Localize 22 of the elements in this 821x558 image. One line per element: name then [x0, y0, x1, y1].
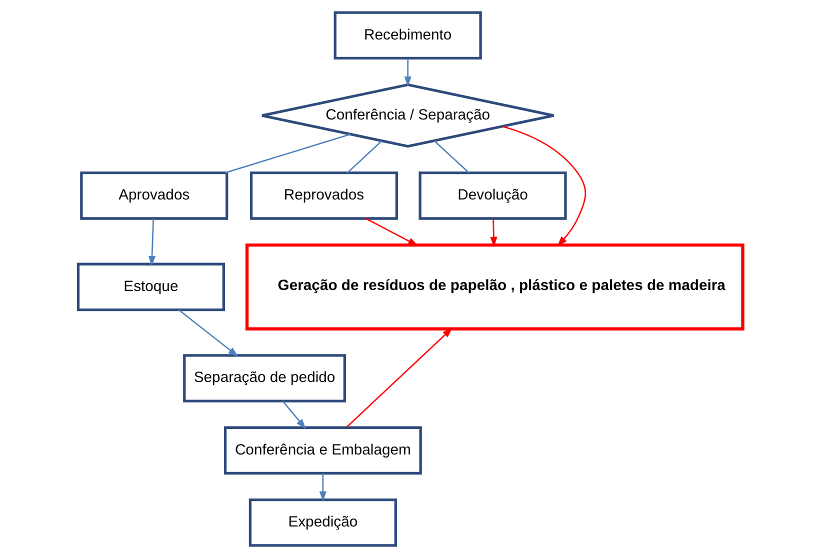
arrow	[490, 218, 498, 248]
node-box: Aprovados	[80, 172, 228, 220]
arrow	[346, 328, 453, 428]
node-diamond: Conferência / Separação	[260, 83, 555, 148]
arrow	[178, 309, 238, 357]
node-box: Geração de resíduos de papelão , plástico e paletes de madeira	[245, 243, 744, 330]
node-box: Reprovados	[250, 172, 398, 220]
node-box: Conferência e Embalagem	[224, 426, 422, 475]
node-box: Separação de pedido	[183, 354, 346, 402]
arrow	[502, 126, 586, 246]
node-box: Recebimento	[334, 11, 482, 60]
arrow	[282, 400, 306, 429]
arrow	[404, 58, 412, 87]
connector	[347, 140, 382, 174]
connector	[434, 140, 470, 174]
connector	[224, 134, 350, 174]
node-box: Estoque	[76, 262, 225, 312]
node-box: Devolução	[418, 172, 567, 220]
arrow	[148, 218, 156, 266]
arrow	[319, 473, 326, 502]
node-box: Expedição	[248, 498, 397, 547]
arrow	[365, 218, 418, 246]
